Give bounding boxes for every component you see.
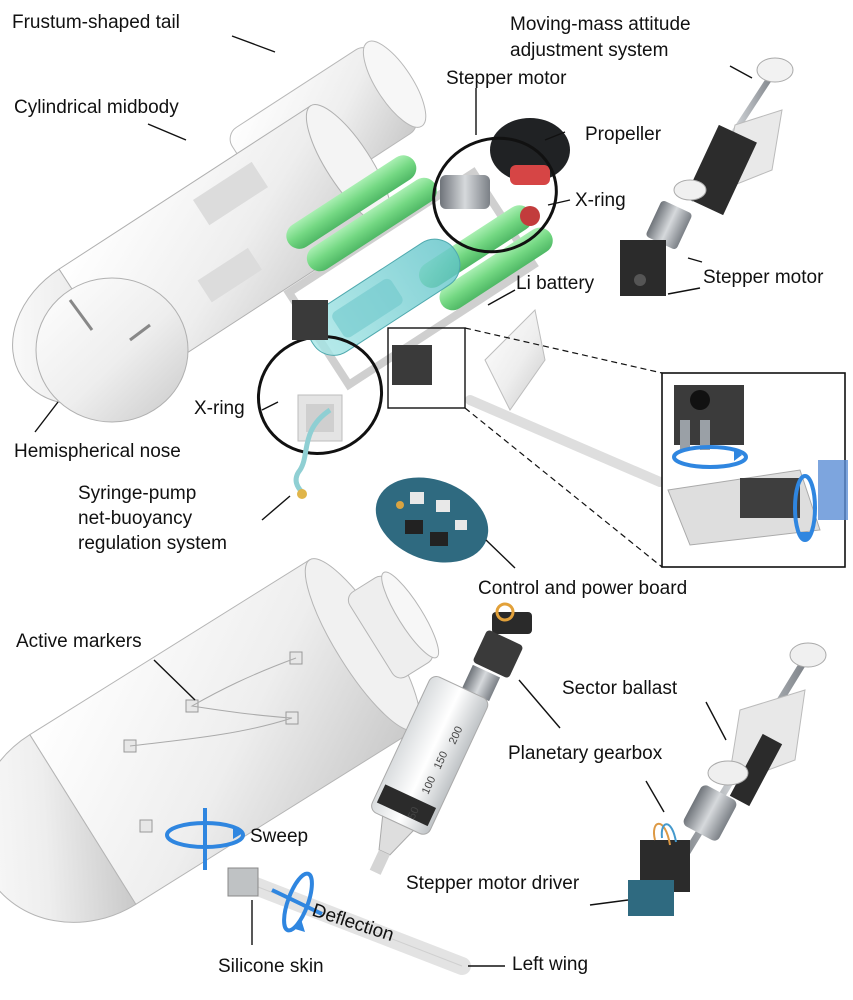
- internal-assembly: [256, 88, 665, 521]
- label-stepper-motor-top: Stepper motor: [446, 68, 567, 89]
- label-moving-mass-line2: adjustment system: [510, 40, 669, 61]
- moving-mass-system: [620, 57, 794, 296]
- label-active-markers: Active markers: [16, 631, 142, 652]
- label-cylindrical-midbody: Cylindrical midbody: [14, 97, 179, 118]
- assembled-glider: [0, 558, 505, 975]
- zoom-inset: [387, 327, 848, 568]
- label-syringe-line1: Syringe-pump: [78, 483, 197, 504]
- label-sector-ballast: Sector ballast: [562, 678, 678, 699]
- syringe-pump: 200 150 100 50: [369, 602, 561, 875]
- label-propeller: Propeller: [585, 124, 662, 145]
- label-sweep: Sweep: [250, 826, 309, 847]
- moving-mass-assembled: [589, 642, 827, 916]
- nose-section: [35, 277, 189, 423]
- control-board: [375, 477, 516, 569]
- syringe-mark-50: 50: [406, 805, 422, 821]
- buoyancy-tank: [307, 238, 461, 356]
- label-x-ring-upper: X-ring: [575, 190, 626, 211]
- label-stepper-motor-right: Stepper motor: [703, 267, 824, 288]
- label-planetary-gearbox: Planetary gearbox: [508, 743, 663, 764]
- label-hemispherical-nose: Hemispherical nose: [14, 441, 181, 462]
- battery-pack: [286, 155, 553, 311]
- label-syringe-line3: regulation system: [78, 533, 227, 554]
- propulsion-unit: [440, 118, 570, 226]
- label-frustum-tail: Frustum-shaped tail: [12, 12, 180, 33]
- label-moving-mass-line1: Moving-mass attitude: [510, 14, 691, 35]
- label-stepper-motor-driver: Stepper motor driver: [406, 873, 580, 894]
- label-silicone-skin: Silicone skin: [218, 956, 324, 977]
- label-x-ring-lower: X-ring: [194, 398, 245, 419]
- label-left-wing: Left wing: [512, 954, 589, 975]
- label-syringe-line2: net-buoyancy: [78, 508, 193, 529]
- label-control-power-board: Control and power board: [478, 578, 688, 599]
- label-li-battery: Li battery: [516, 273, 595, 294]
